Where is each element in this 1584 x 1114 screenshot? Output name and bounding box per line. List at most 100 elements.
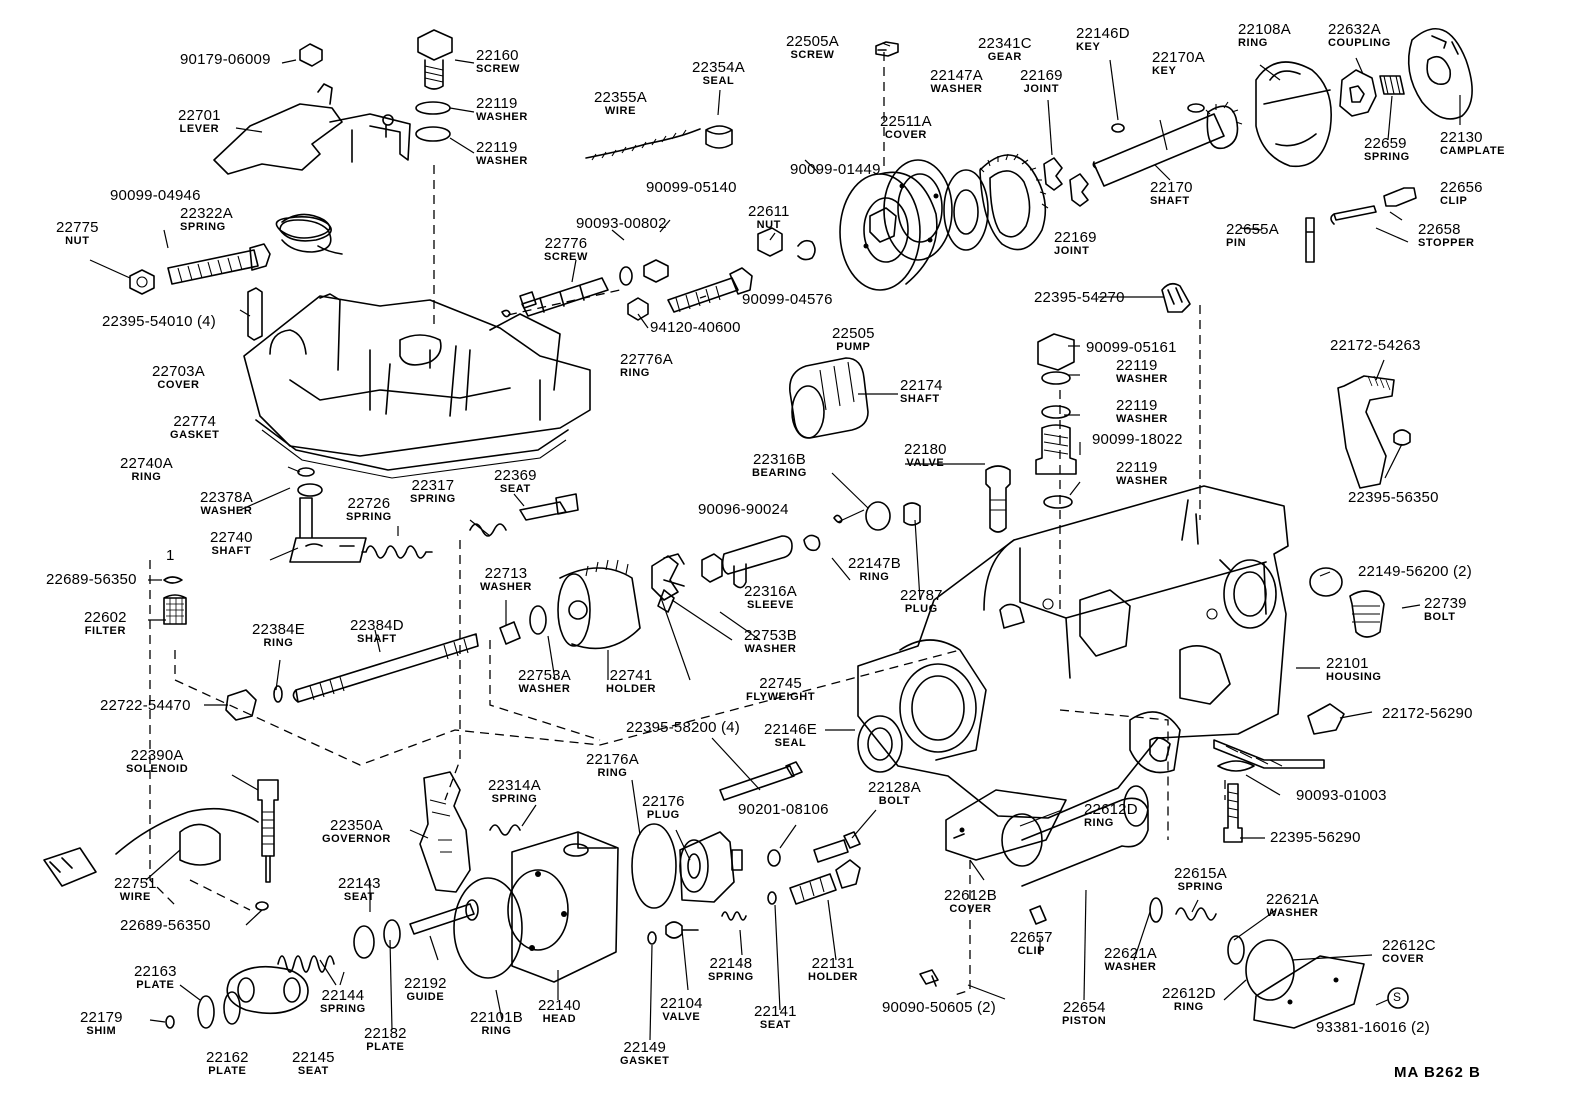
- spring-22659: [1379, 75, 1405, 95]
- part-label: 90099-05161: [1086, 339, 1177, 356]
- valve-22104: [665, 921, 699, 939]
- ring-22776A: [501, 309, 511, 318]
- part-label: 90099-05140: [646, 179, 737, 196]
- sleeve-22316A: [721, 535, 793, 575]
- gasket-22149: [647, 931, 657, 945]
- plug-22722-54470: [225, 689, 257, 721]
- seat-22143: [353, 925, 375, 959]
- lever-assembly: [213, 29, 453, 175]
- washer-22753A: [529, 605, 547, 635]
- ring-22740A: [297, 467, 315, 477]
- nut-90099-05140: [643, 259, 669, 283]
- part-label: 22689-56350: [120, 917, 211, 934]
- washer-90093-00802: [619, 266, 633, 286]
- part-label: 90099-01449: [790, 161, 881, 178]
- seal-22354A: [705, 125, 733, 149]
- spring-22144: [277, 955, 335, 973]
- drawing-code: MA B262 B: [1394, 1064, 1481, 1081]
- bolt-22395-56290: [1223, 783, 1243, 843]
- governor-22350A: [419, 771, 471, 893]
- plug-22176: [679, 831, 735, 903]
- right-brackets: [1217, 375, 1411, 843]
- seat-22369: [519, 493, 579, 521]
- spring-22314A: [489, 824, 521, 836]
- key-22146D: [1111, 123, 1125, 133]
- gear-22341C: [979, 154, 1047, 251]
- screw-22160: [417, 29, 453, 90]
- spring-screw-nut-group: [129, 213, 343, 295]
- boot: [179, 823, 221, 866]
- part-label: 22395-54010 (4): [102, 313, 216, 330]
- part-label: 90090-50605 (2): [882, 999, 996, 1016]
- pump-housing-22101: [857, 485, 1325, 819]
- gasket-22774: [255, 419, 569, 471]
- washer-90093-01003: [1217, 760, 1255, 772]
- shaft-22174: [789, 357, 869, 439]
- key-22170A: [1187, 103, 1205, 113]
- washer-22119-c: [1041, 371, 1071, 385]
- camplate-22130: [1407, 28, 1473, 120]
- part-label: 22395-56350: [1348, 489, 1439, 506]
- shim-22179: [165, 1015, 175, 1029]
- retainer-90096-90024: [833, 514, 843, 524]
- ring-22149-56200: [1309, 567, 1343, 597]
- spring-22322A: [275, 213, 343, 255]
- shaft-22384D: [292, 633, 479, 703]
- wire-22355A: [585, 128, 701, 159]
- bolt-22395-54270: [1161, 282, 1191, 313]
- stopper-22658: [1330, 205, 1377, 225]
- holder-22741: [559, 567, 641, 650]
- washer-90099-01449: [797, 239, 816, 261]
- clip-stopper-pin: [1305, 187, 1417, 263]
- washer-22119-a: [415, 101, 451, 115]
- ring-22101B: [453, 877, 523, 979]
- screw-22776: [521, 277, 609, 317]
- guide-22192: [409, 903, 475, 935]
- pin-22655A: [1305, 217, 1315, 263]
- ring-90201-08106: [767, 849, 781, 867]
- reference-mark: 1: [166, 547, 175, 564]
